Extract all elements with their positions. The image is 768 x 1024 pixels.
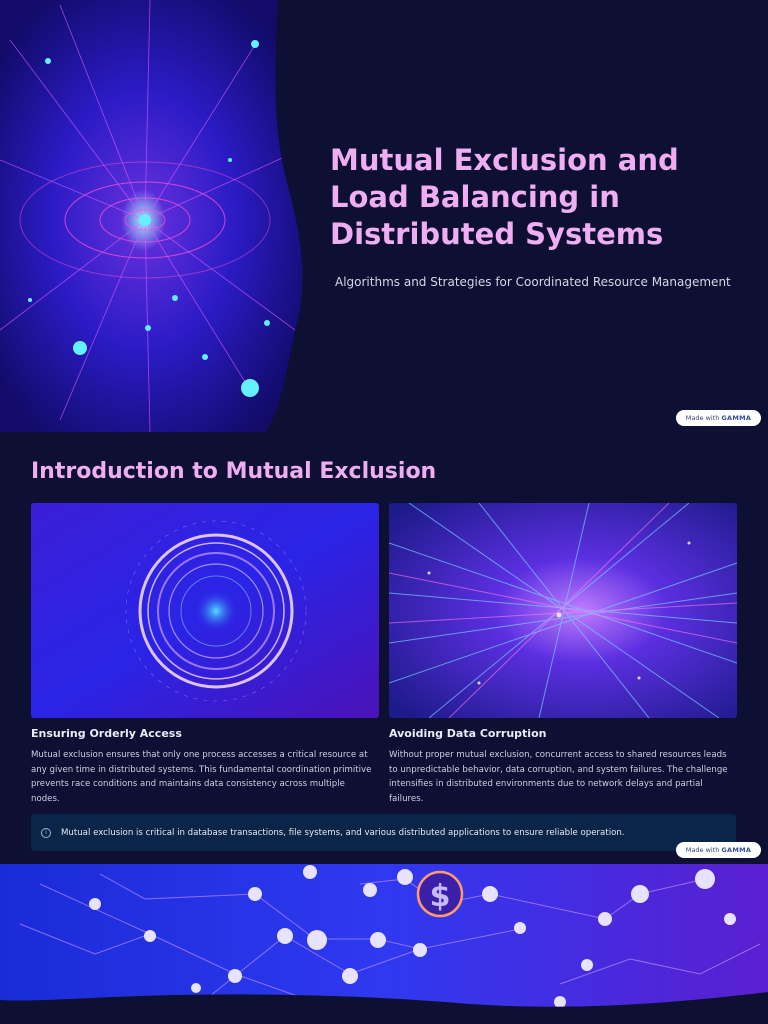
- section-title: Introduction to Mutual Exclusion: [31, 459, 437, 484]
- card-text-orderly-access: Mutual exclusion ensures that only one p…: [31, 750, 372, 804]
- page-subtitle: Algorithms and Strategies for Coordinate…: [335, 275, 731, 289]
- dollar-coin-icon: $: [416, 870, 464, 918]
- badge-prefix: Made with: [685, 414, 720, 422]
- title-block: Mutual Exclusion and Load Balancing in D…: [330, 142, 740, 253]
- card-text-data-corruption: Without proper mutual exclusion, concurr…: [389, 750, 728, 804]
- badge-brand: GAMMA: [721, 846, 752, 854]
- made-with-gamma-badge-2[interactable]: Made with GAMMA: [676, 842, 761, 858]
- concentric-rings-image: [31, 503, 379, 718]
- info-icon: i: [41, 827, 51, 838]
- svg-text:$: $: [430, 879, 451, 914]
- info-callout: i Mutual exclusion is critical in databa…: [31, 814, 736, 851]
- badge-prefix: Made with: [685, 846, 720, 854]
- made-with-gamma-badge[interactable]: Made with GAMMA: [676, 410, 761, 426]
- card-heading-orderly-access: Ensuring Orderly Access: [31, 727, 182, 740]
- title-slide: Mutual Exclusion and Load Balancing in D…: [0, 0, 768, 432]
- badge-brand: GAMMA: [721, 414, 752, 422]
- page-title: Mutual Exclusion and Load Balancing in D…: [330, 143, 679, 251]
- light-streaks-image: [389, 503, 737, 718]
- network-hub-image: [0, 0, 303, 432]
- card-heading-data-corruption: Avoiding Data Corruption: [389, 727, 547, 740]
- info-callout-text: Mutual exclusion is critical in database…: [61, 827, 625, 838]
- network-nodes-image: $: [0, 864, 768, 1007]
